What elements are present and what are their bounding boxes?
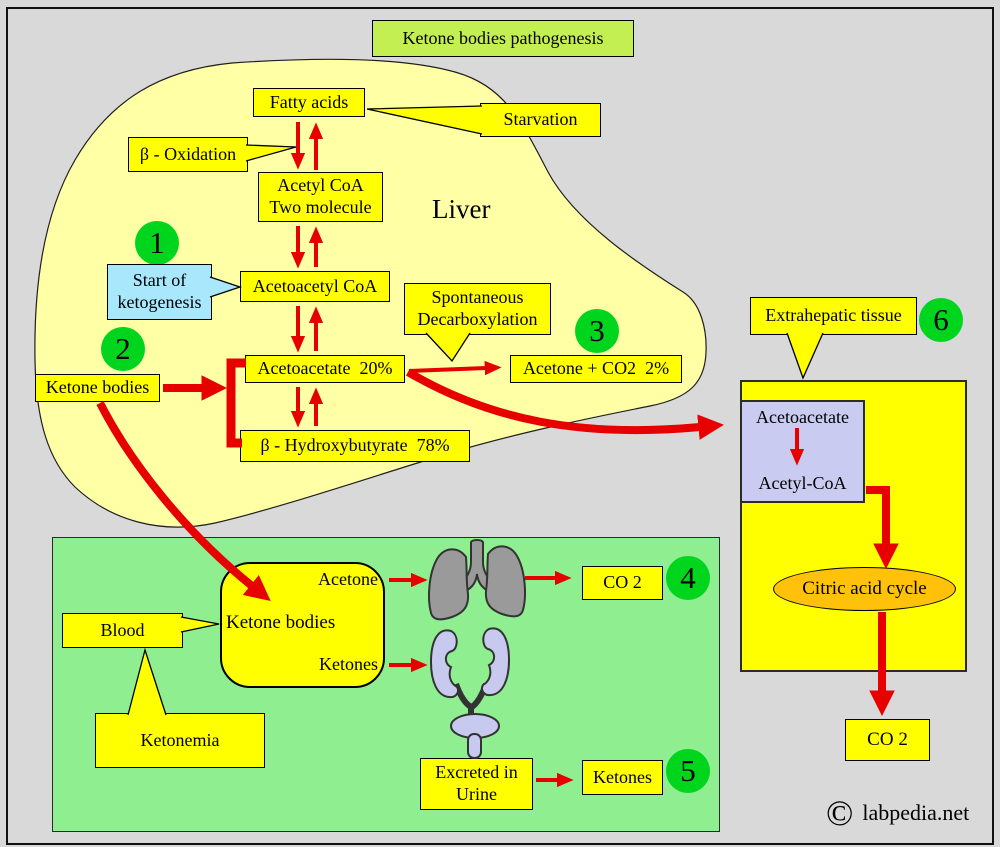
acetyl-coa-line2: Two molecule <box>269 197 372 217</box>
extrahepatic-acetylcoa-label: Acetyl-CoA <box>758 473 847 493</box>
step-badge-1: 1 <box>135 221 179 265</box>
citric-acid-cycle-ellipse: Citric acid cycle <box>773 567 956 611</box>
spontaneous-decarboxylation-callout: Spontaneous Decarboxylation <box>404 283 551 335</box>
start-ketogenesis-callout: Start of ketogenesis <box>107 264 212 320</box>
ketones-label: Ketones <box>319 654 378 674</box>
fatty-acids-box: Fatty acids <box>253 88 365 117</box>
page-title: Ketone bodies pathogenesis <box>372 20 634 57</box>
copyright: © labpedia.net <box>826 795 969 831</box>
step-badge-3: 3 <box>575 309 619 353</box>
extrahepatic-acetoacetate-label: Acetoacetate <box>756 407 849 427</box>
acetyl-coa-box: Acetyl CoA Two molecule <box>258 172 383 222</box>
step-badge-2: 2 <box>101 327 145 371</box>
ketones-box: Ketones <box>582 760 663 795</box>
excreted-line2: Urine <box>456 784 497 804</box>
spontaneous-line2: Decarboxylation <box>417 309 538 329</box>
spontaneous-line1: Spontaneous <box>431 287 524 308</box>
acetoacetate-label: Acetoacetate <box>257 358 351 379</box>
starvation-callout: Starvation <box>480 103 601 137</box>
co2-box-extrahepatic: CO 2 <box>845 719 930 761</box>
extrahepatic-tissue-callout: Extrahepatic tissue <box>750 297 917 335</box>
acetoacetyl-coa-box: Acetoacetyl CoA <box>240 271 390 302</box>
acetoacetate-acetylcoa-box <box>740 400 865 503</box>
beta-oxidation-callout: β - Oxidation <box>128 137 248 172</box>
outer-border <box>6 7 994 845</box>
hydroxybutyrate-label: β - Hydroxybutyrate <box>260 435 408 456</box>
step-badge-6: 6 <box>919 298 963 342</box>
ketonemia-callout: Ketonemia <box>95 713 265 768</box>
blood-callout: Blood <box>62 613 183 648</box>
excreted-in-urine-box: Excreted in Urine <box>420 758 533 810</box>
acetone-co2-box: Acetone + CO2 2% <box>510 355 682 383</box>
step-badge-4: 4 <box>666 556 710 600</box>
ketone-bodies-label: Ketone bodies <box>226 612 336 633</box>
step-badge-5: 5 <box>666 749 710 793</box>
acetyl-coa-line1: Acetyl CoA <box>277 175 364 196</box>
excreted-line1: Excreted in <box>435 762 518 783</box>
acetone-co2-percent: 2% <box>645 358 670 379</box>
copyright-icon: © <box>826 793 854 833</box>
acetone-co2-label: Acetone + CO2 <box>522 358 637 379</box>
site-name: labpedia.net <box>862 800 970 825</box>
acetone-label: Acetone <box>318 569 378 589</box>
ketone-bodies-box: Ketone bodies <box>35 374 160 402</box>
hydroxybutyrate-box: β - Hydroxybutyrate 78% <box>240 430 470 462</box>
hydroxybutyrate-percent: 78% <box>416 435 450 456</box>
co2-box-lungs: CO 2 <box>582 566 663 600</box>
start-ketogenesis-line1: Start of <box>132 270 187 291</box>
liver-region-label: Liver <box>432 194 491 224</box>
acetoacetate-box: Acetoacetate 20% <box>245 355 405 383</box>
start-ketogenesis-line2: ketogenesis <box>117 292 202 312</box>
acetoacetate-percent: 20% <box>359 358 393 379</box>
ketone-bodies-rounded-box <box>220 562 385 688</box>
